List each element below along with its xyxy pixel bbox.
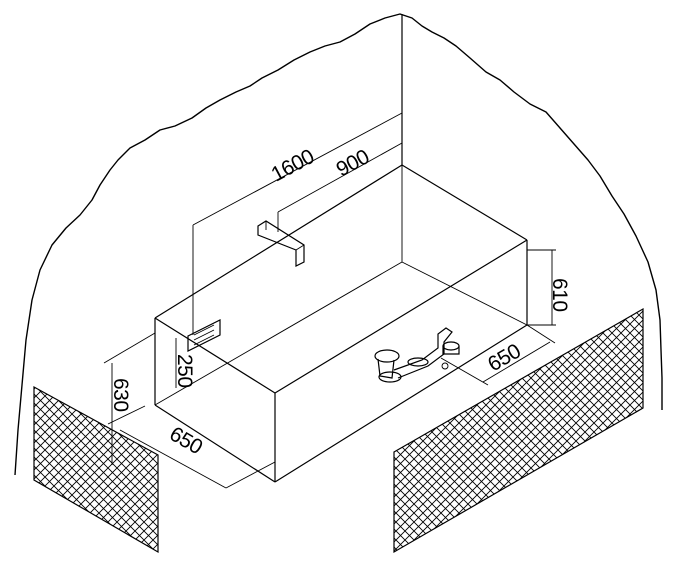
dimension-lines <box>103 112 556 489</box>
access-panel-left <box>33 385 159 554</box>
bathtub-body <box>154 164 528 483</box>
dim-label-1600: 1600 <box>268 145 318 186</box>
alcove-outline <box>14 13 663 476</box>
access-panel-right <box>393 307 644 554</box>
drain-fitting-icon <box>374 327 460 383</box>
dim-label-610: 610 <box>548 278 571 312</box>
dim-label-630: 630 <box>109 378 132 412</box>
overflow-plate-icon <box>187 319 221 352</box>
dim-label-650-left: 650 <box>166 422 207 459</box>
wall-spout-icon <box>257 220 305 267</box>
dim-label-900: 900 <box>333 145 373 181</box>
dim-label-250: 250 <box>173 354 196 388</box>
dim-label-650-right: 650 <box>484 340 525 377</box>
